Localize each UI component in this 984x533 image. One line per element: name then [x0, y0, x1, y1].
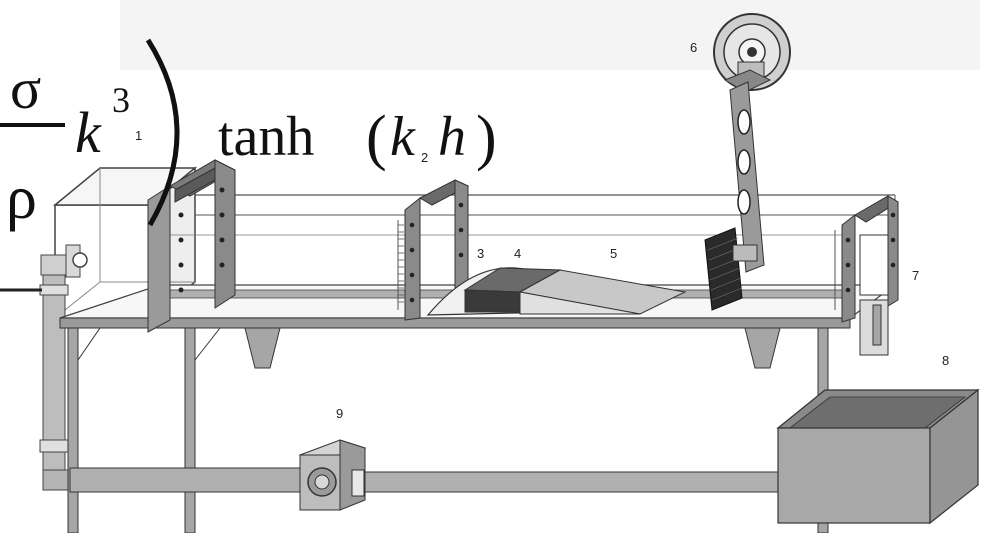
pump — [298, 439, 367, 511]
callout-9: 9 — [336, 406, 343, 421]
table-legs — [67, 304, 882, 533]
callout-5: 5 — [610, 246, 617, 261]
callout-1: 1 — [135, 128, 142, 143]
callout-8: 8 — [942, 353, 949, 368]
formula-open-paren: ( — [366, 104, 387, 172]
formula-close-paren: ) — [476, 104, 497, 172]
dispersion-formula: σ ρ k 3 tanh ( k h ) — [0, 38, 497, 292]
callout-4: 4 — [514, 246, 521, 261]
outlet-frame — [834, 195, 899, 356]
formula-arg-k: k — [390, 106, 416, 168]
formula-arg-h: h — [438, 106, 466, 168]
callout-3: 3 — [477, 246, 484, 261]
callout-labels: 1 2 3 4 5 6 7 8 9 — [135, 40, 949, 421]
formula-k: k — [75, 100, 102, 165]
callout-7: 7 — [912, 268, 919, 283]
formula-rho: ρ — [6, 164, 37, 232]
formula-tanh: tanh — [218, 106, 314, 168]
formula-sigma: σ — [10, 56, 41, 121]
middle-frame — [397, 179, 470, 321]
sump-tank — [776, 388, 980, 525]
wave-gauge — [704, 13, 791, 311]
formula-big-paren — [145, 38, 180, 227]
return-pipe — [69, 467, 786, 493]
callout-2: 2 — [421, 150, 428, 165]
formula-k-exponent: 3 — [112, 80, 130, 120]
callout-6: 6 — [690, 40, 697, 55]
inlet-frame — [147, 159, 237, 333]
weir-hump — [426, 267, 687, 316]
background-banner — [120, 0, 980, 70]
